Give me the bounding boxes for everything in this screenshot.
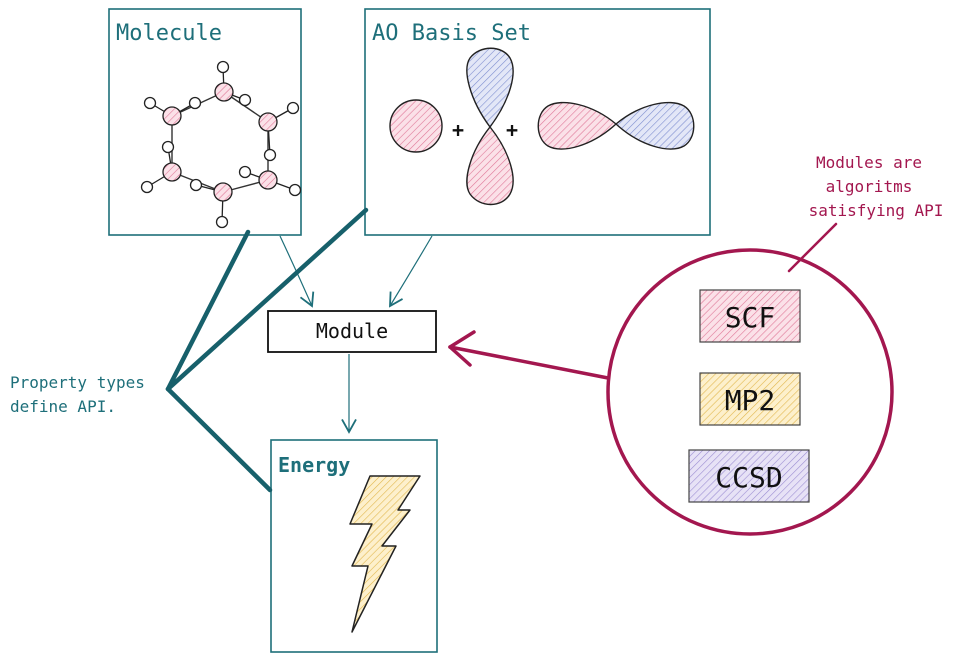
- property-note: Property types define API.: [10, 373, 145, 416]
- property-note-line-2: define API.: [10, 397, 116, 416]
- algorithm-ccsd-label: CCSD: [715, 461, 782, 494]
- algorithm-ccsd: CCSD: [688, 449, 810, 503]
- basis-to-module-arrow: [389, 235, 433, 308]
- s-orbital-icon: [389, 99, 443, 153]
- molecule-title: Molecule: [116, 21, 222, 46]
- p-orbital-vertical-icon: [466, 47, 514, 206]
- algorithm-scf-label: SCF: [725, 301, 776, 334]
- algorithms-group: SCF MP2 CCSD: [606, 248, 894, 536]
- modules-note-line-3: satisfying API: [809, 201, 944, 220]
- modules-note-line-1: Modules are: [816, 153, 922, 172]
- algorithm-mp2: MP2: [699, 372, 801, 426]
- p-orbital-horizontal-icon: [537, 101, 695, 150]
- property-note-line-1: Property types: [10, 373, 145, 392]
- basis-panel: AO Basis Set + +: [364, 8, 711, 236]
- algorithm-mp2-label: MP2: [725, 384, 776, 417]
- algorithms-circle: [606, 248, 894, 536]
- molecule-panel: Molecule: [108, 8, 302, 236]
- module-box: Module: [267, 310, 437, 353]
- property-bracket: [165, 207, 369, 493]
- energy-panel: Energy: [270, 439, 438, 653]
- energy-title: Energy: [278, 453, 350, 477]
- plus-sign-1: +: [452, 118, 464, 142]
- water-hexamer-icon: [140, 60, 302, 229]
- basis-title: AO Basis Set: [372, 21, 531, 46]
- modules-note-line-2: algoritms: [826, 177, 913, 196]
- lightning-bolt-icon: [349, 475, 421, 633]
- module-label: Module: [316, 319, 388, 343]
- plus-sign-2: +: [506, 118, 518, 142]
- modules-note-pointer: [787, 222, 838, 273]
- modules-note: Modules are algoritms satisfying API: [809, 153, 944, 220]
- algorithms-to-module-arrow: [448, 330, 610, 380]
- algorithm-scf: SCF: [699, 289, 801, 343]
